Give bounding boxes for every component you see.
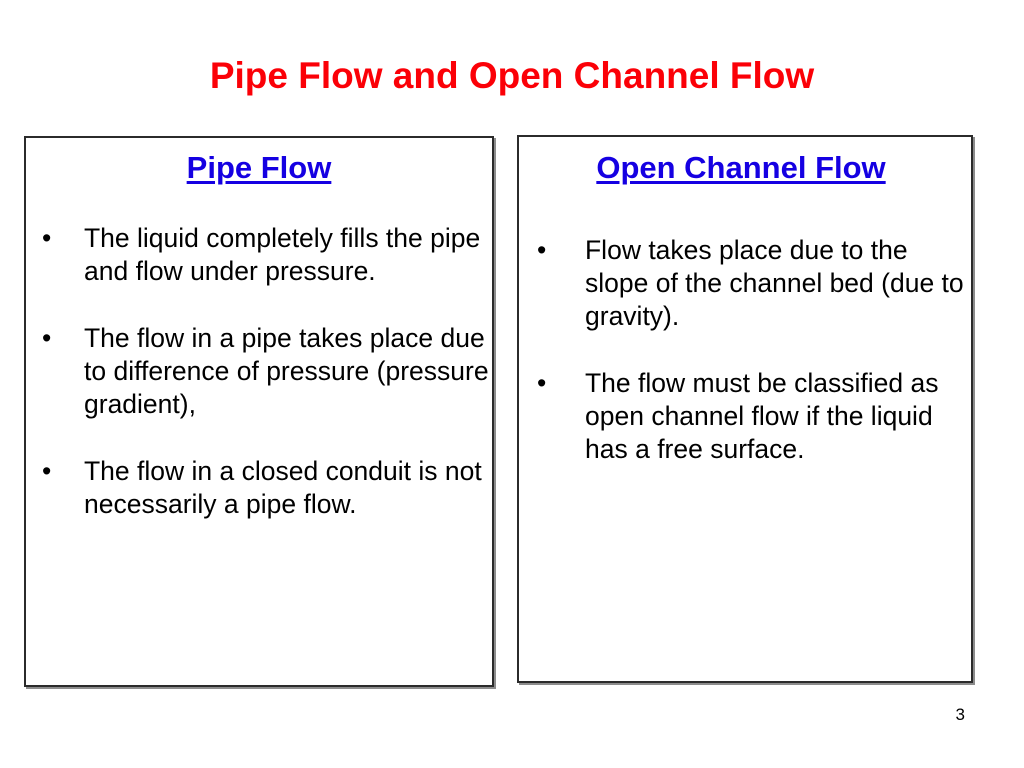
- panel-heading-pipe-flow: Pipe Flow: [186, 150, 332, 185]
- list-item: • The flow must be classified as open ch…: [535, 367, 965, 466]
- list-item-text: The flow in a pipe takes place due to di…: [84, 323, 489, 419]
- list-item: • The liquid completely fills the pipe a…: [40, 222, 490, 288]
- panel-heading-open-channel-flow: Open Channel Flow: [596, 150, 886, 185]
- list-item-text: The flow must be classified as open chan…: [585, 368, 939, 464]
- bullet-dot-icon: •: [537, 368, 547, 398]
- list-item: • The flow in a closed conduit is not ne…: [40, 455, 490, 521]
- page-number: 3: [955, 705, 965, 724]
- list-item: • The flow in a pipe takes place due to …: [40, 322, 490, 421]
- bullet-dot-icon: •: [42, 323, 52, 353]
- list-item-text: The flow in a closed conduit is not nece…: [84, 456, 482, 519]
- list-item-text: Flow takes place due to the slope of the…: [585, 235, 964, 331]
- content-box-open-channel-flow: Open Channel Flow • Flow takes place due…: [517, 135, 973, 683]
- bullet-dot-icon: •: [42, 456, 52, 486]
- bullet-dot-icon: •: [42, 223, 52, 253]
- page-title: Pipe Flow and Open Channel Flow: [209, 55, 815, 96]
- list-item-text: The liquid completely fills the pipe and…: [84, 223, 481, 286]
- list-item: • Flow takes place due to the slope of t…: [535, 234, 965, 333]
- bullet-list-open-channel-flow: • Flow takes place due to the slope of t…: [535, 234, 965, 466]
- bullet-dot-icon: •: [537, 235, 547, 265]
- content-box-pipe-flow: Pipe Flow • The liquid completely fills …: [24, 136, 494, 687]
- bullet-list-pipe-flow: • The liquid completely fills the pipe a…: [40, 222, 490, 521]
